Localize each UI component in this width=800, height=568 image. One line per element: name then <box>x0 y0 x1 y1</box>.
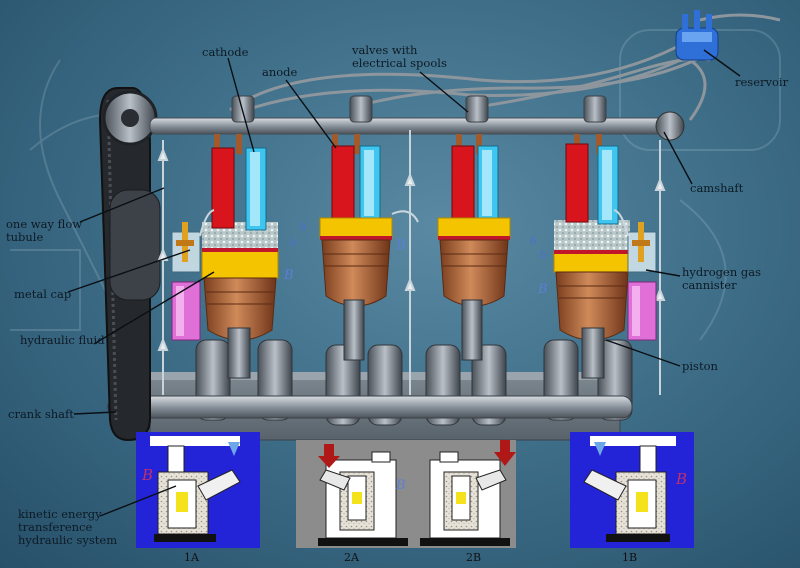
reservoir <box>675 10 719 61</box>
panel-1B <box>570 432 694 548</box>
valve-spools <box>231 95 607 123</box>
label-metal-cap: metal cap <box>14 287 72 301</box>
label-valves: valves with electrical spools <box>352 43 447 70</box>
camshaft <box>149 111 685 141</box>
label-hydrogen-gas-cannister: hydrogen gas cannister <box>682 265 762 292</box>
label-piston: piston <box>682 359 718 373</box>
engine-block <box>149 339 633 441</box>
panel-label-2A: 2A <box>344 551 359 564</box>
symbol-b-panel-1B: B <box>676 470 688 488</box>
panel-2A-2B <box>296 440 516 548</box>
label-anode: anode <box>262 65 298 79</box>
flow-rods <box>157 130 666 395</box>
label-crank-shaft: crank shaft <box>8 407 74 421</box>
panel-label-1B: 1B <box>622 551 638 564</box>
symbol-b-panel-1A: B <box>142 466 154 484</box>
cylinder-2 <box>319 134 393 307</box>
symbol-b-panel-2A: B <box>396 478 406 493</box>
hydrogen-cannister-right <box>627 222 657 341</box>
symbol-b-2: B <box>396 238 406 253</box>
panel-label-2B: 2B <box>466 551 482 564</box>
timing-belt <box>98 87 161 442</box>
cylinder-3 <box>437 134 511 307</box>
gas-tubes <box>199 209 629 237</box>
symbol-b-small-3: b <box>530 236 537 247</box>
label-one-way-flow-tubule: one way flow tubule <box>6 217 83 244</box>
cylinder-1 <box>201 134 279 341</box>
symbol-b-3: B <box>538 282 548 297</box>
symbol-b-small-2: b <box>290 238 297 249</box>
cylinder-4 <box>553 134 631 341</box>
leader-lines <box>67 49 741 517</box>
symbol-b-1: B <box>284 268 294 283</box>
label-reservoir: reservoir <box>735 75 789 89</box>
symbol-b-small-4: b <box>540 250 547 261</box>
connecting-rods <box>227 299 605 379</box>
label-camshaft: camshaft <box>690 181 744 195</box>
label-hydraulic-fluid: hydraulic fluid <box>20 333 105 347</box>
hydrogen-cannister-left <box>171 222 201 341</box>
panel-1A <box>136 432 260 548</box>
crank-shaft <box>111 395 633 419</box>
symbol-b-small-1: b <box>300 222 307 233</box>
label-kinetic-energy-system: kinetic energy transference hydraulic sy… <box>18 507 118 547</box>
panel-label-1A: 1A <box>184 551 199 564</box>
label-cathode: cathode <box>202 45 249 59</box>
